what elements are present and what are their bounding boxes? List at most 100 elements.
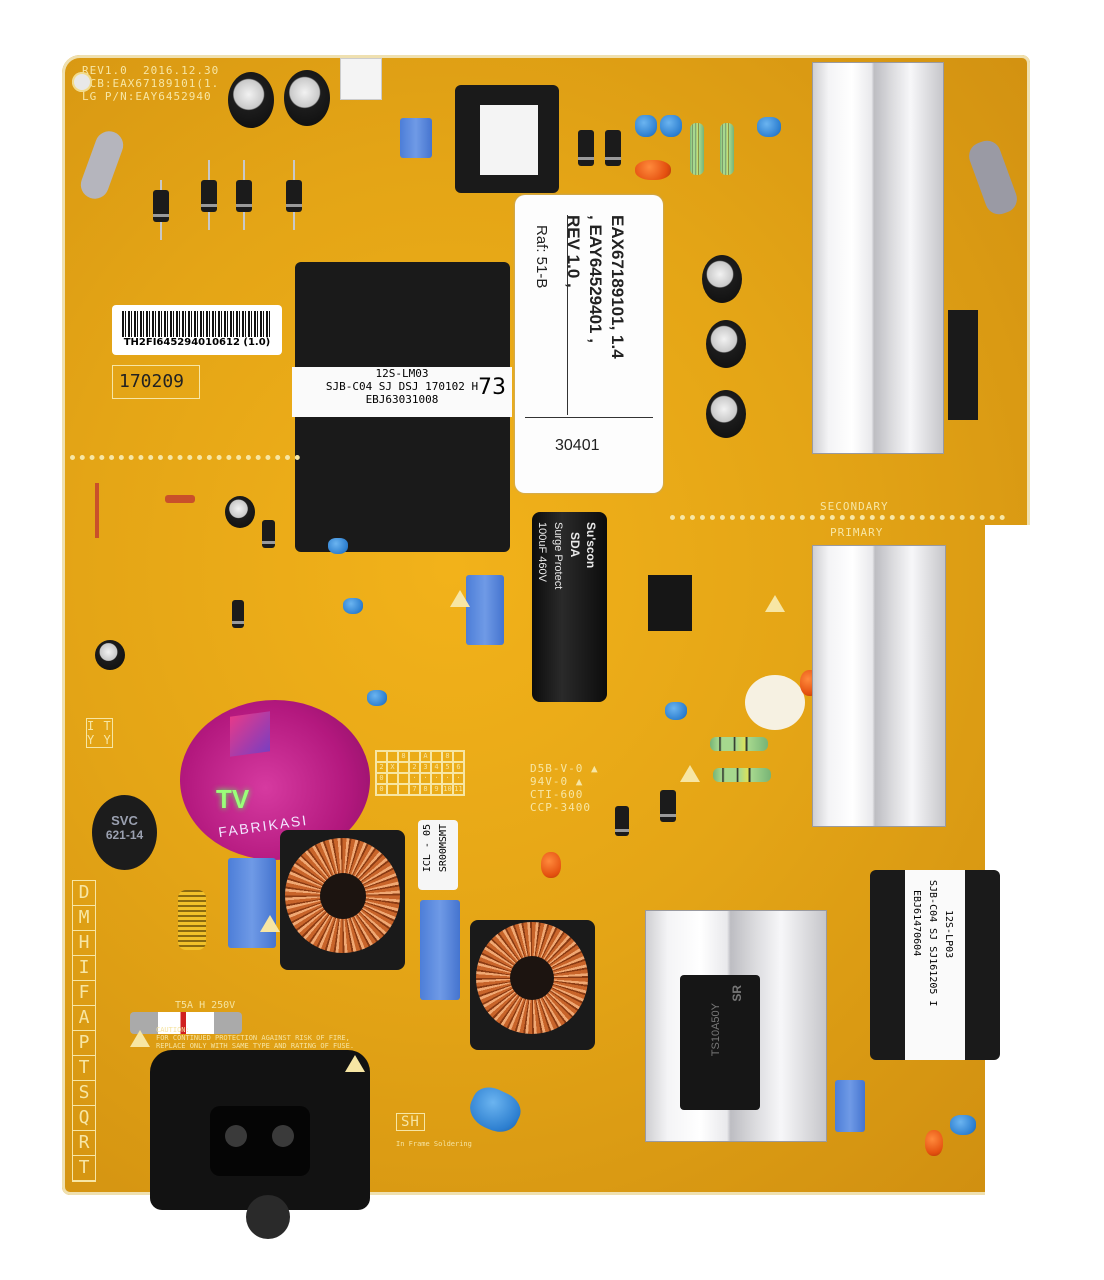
inlet-socket <box>210 1106 310 1176</box>
rev-silkscreen: REV1.0 2016.12.30 PCB:EAX67189101(1. LG … <box>82 64 219 103</box>
caution-notice: CAUTION: FOR CONTINUED PROTECTION AGAINS… <box>156 1026 354 1050</box>
sticker-divider <box>525 417 653 418</box>
ceramic-capacitor <box>367 690 387 706</box>
resistor <box>720 123 734 175</box>
sh-box: SH <box>396 1113 425 1131</box>
warning-icon <box>260 915 280 932</box>
fuse <box>130 1012 242 1034</box>
electrolytic-capacitor <box>702 255 742 303</box>
diode <box>615 806 629 836</box>
zener-diode <box>165 495 195 503</box>
flammability-mark: D5B-V-0 ▲ <box>530 762 599 775</box>
fuse-rating: T5A H 250V <box>175 1000 236 1011</box>
ccp-mark: CCP-3400 <box>530 801 591 814</box>
part-sticker: EAX67189101, 1.4 , EAY64529401 , REV 1.0… <box>515 195 663 493</box>
electrolytic-capacitor <box>225 496 255 528</box>
tv-icon <box>230 711 270 757</box>
power-transistor <box>648 575 692 631</box>
film-capacitor <box>400 118 432 158</box>
date-code-box: 170209 <box>112 365 200 399</box>
diode <box>262 520 275 548</box>
resistor <box>690 123 704 175</box>
diode <box>201 180 217 212</box>
diode <box>660 790 676 822</box>
transformer-mark: 73 <box>478 375 506 400</box>
cti-mark: CTI-600 <box>530 788 584 801</box>
transformer-model: 12S-LM03 <box>375 367 429 380</box>
warning-icon <box>680 765 700 782</box>
ceramic-capacitor <box>757 117 781 137</box>
transformer-label-2: 12S-LP03 SJB-C04 SJ SJ161205 I EBJ614706… <box>905 870 965 1060</box>
film-capacitor <box>835 1080 865 1132</box>
column-letter: F <box>73 981 95 1006</box>
watermark-text-1: TV <box>216 784 250 814</box>
sticker-line1: EAX67189101, 1.4 <box>608 215 627 359</box>
bridge-brand: SR <box>730 985 744 1002</box>
thermal-compound <box>745 675 805 730</box>
x-capacitor <box>228 858 276 948</box>
diode <box>286 180 302 212</box>
heatsink-primary <box>812 545 946 827</box>
inductor-small <box>178 890 206 950</box>
column-letter: H <box>73 931 95 956</box>
transformer-part: EBJ63031008 <box>365 393 439 406</box>
bridge-rectifier: SR TS10A50Y <box>680 975 760 1110</box>
transformer2-model: 12S-LP03 <box>943 910 954 959</box>
ac-inlet <box>150 1050 370 1210</box>
electrolytic-capacitor <box>706 390 746 438</box>
barcode-text: TH2FI645294010612 (1.0) <box>123 337 271 348</box>
ceramic-capacitor <box>950 1115 976 1135</box>
column-letter: M <box>73 906 95 931</box>
ul-marks: D5B-V-0 ▲ 94V-0 ▲ CTI-600 CCP-3400 <box>530 762 599 814</box>
letter-column: D M H I F A P T S Q R T <box>72 880 96 1182</box>
sticker-raf: Raf: 51-B <box>533 225 550 289</box>
mounting-hole <box>72 72 92 92</box>
column-letter: Q <box>73 1106 95 1131</box>
diode <box>605 130 621 166</box>
flammability-mark: 94V-0 ▲ <box>530 775 584 788</box>
column-letter: I <box>73 956 95 981</box>
ntc-line1: SR00MSMT <box>438 824 449 873</box>
transformer-tape <box>480 105 538 175</box>
zener-diode <box>95 483 99 538</box>
warning-icon <box>765 595 785 612</box>
bulk-capacitor: Su'scon SDA Surge Protect 100uF 460V <box>532 512 607 702</box>
warning-icon <box>130 1030 150 1047</box>
transformer2-batch: SJB-C04 SJ SJ161205 I <box>927 880 938 1007</box>
bulk-cap-brand: Su'scon <box>584 522 598 569</box>
corner-box-row: I T <box>87 719 112 733</box>
diode <box>232 600 244 628</box>
transformer-batch: SJB-C04 SJ DSJ 170102 H <box>325 380 479 393</box>
sticker-line3: REV 1.0 , <box>564 215 583 288</box>
electrolytic-capacitor <box>228 72 274 128</box>
sticker-divider <box>567 215 568 415</box>
ceramic-capacitor <box>660 115 682 137</box>
column-letter: P <box>73 1031 95 1056</box>
caution-line: FOR CONTINUED PROTECTION AGAINST RISK OF… <box>156 1034 350 1042</box>
sh-label: SH <box>401 1114 420 1130</box>
column-letter: T <box>73 1056 95 1081</box>
column-letter: A <box>73 1006 95 1031</box>
ceramic-capacitor-orange <box>925 1130 943 1156</box>
bulk-cap-series: SDA <box>568 532 582 558</box>
electrolytic-capacitor <box>95 640 125 670</box>
varistor-line2: 621-14 <box>105 828 144 842</box>
ceramic-capacitor <box>343 598 363 614</box>
common-mode-choke <box>285 838 400 953</box>
caution-title: CAUTION: <box>156 1026 190 1034</box>
ntc-thermistor: SR00MSMT ICL - 05 <box>418 820 458 890</box>
transformer-label: 12S-LM03 SJB-C04 SJ DSJ 170102 H EBJ6303… <box>292 367 512 417</box>
ceramic-capacitor-orange <box>635 160 671 180</box>
barcode-label: TH2FI645294010612 (1.0) <box>112 305 282 355</box>
primary-label: PRIMARY <box>830 526 884 539</box>
x-capacitor <box>420 900 460 1000</box>
electrolytic-capacitor <box>284 70 330 126</box>
date-code: 170209 <box>119 371 185 392</box>
secondary-label: SECONDARY <box>820 500 889 513</box>
isolation-boundary <box>70 455 300 460</box>
rev-line: REV1.0 2016.12.30 <box>82 64 220 77</box>
sticker-line2: , EAY64529401 , <box>586 215 605 343</box>
varistor: SVC 621-14 <box>92 795 157 870</box>
warning-icon <box>345 1055 365 1072</box>
